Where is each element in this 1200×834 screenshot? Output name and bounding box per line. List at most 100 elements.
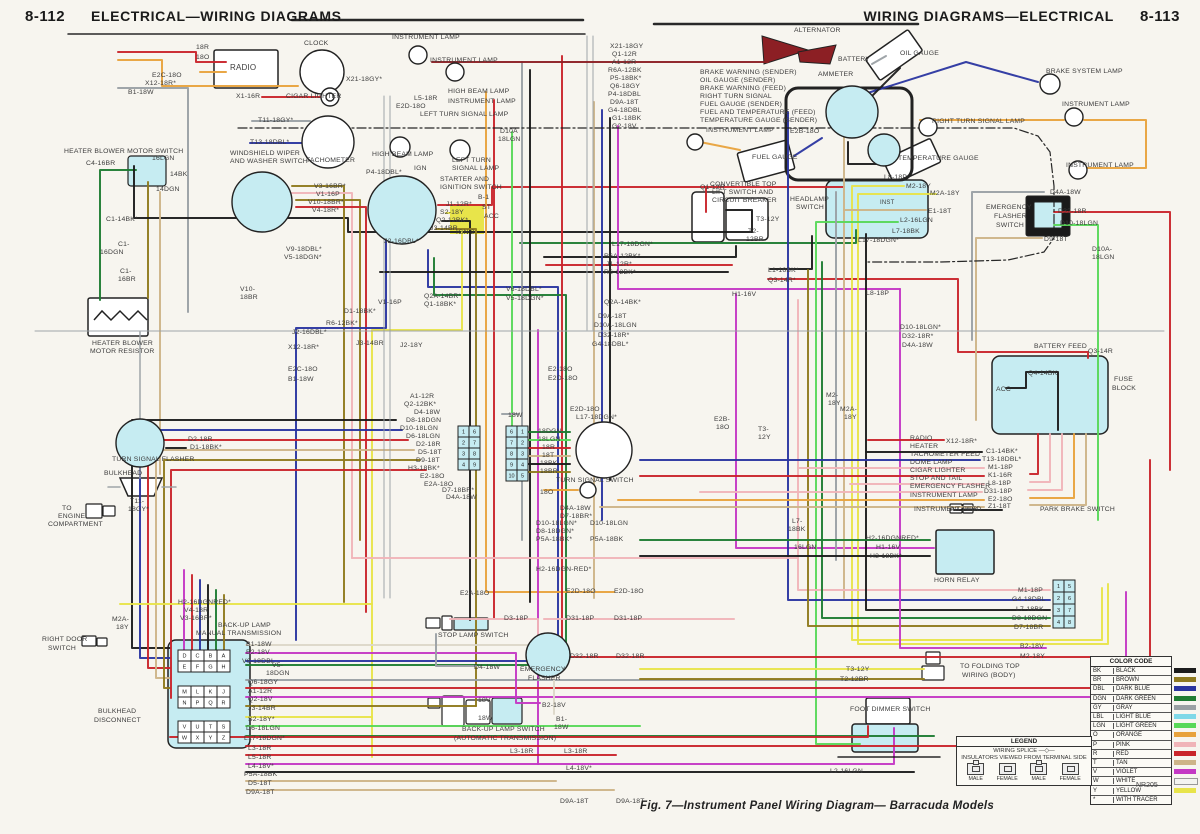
diagram-label: E2-18O bbox=[988, 496, 1013, 503]
diagram-label: D2-18R bbox=[188, 436, 213, 443]
diagram-label: BULKHEAD bbox=[98, 708, 137, 715]
diagram-label: HEADLAMP bbox=[790, 196, 829, 203]
diagram-label: C1- bbox=[118, 241, 130, 248]
diagram-label: M1-18P bbox=[988, 464, 1013, 471]
diagram-label: WIRING (BODY) bbox=[962, 672, 1016, 679]
connector-label: FEMALE bbox=[996, 776, 1018, 782]
diagram-label: L2-16LGN bbox=[830, 768, 863, 775]
diagram-label: J2-18Y bbox=[400, 342, 423, 349]
diagram-label: 16LGN bbox=[794, 544, 817, 551]
diagram-label: L3-18R bbox=[510, 748, 534, 755]
diagram-label: Q2A-14BK* bbox=[604, 299, 641, 306]
wire-T bbox=[1029, 433, 1087, 506]
connector-icon bbox=[967, 760, 985, 775]
color-name: GRAY bbox=[1116, 704, 1133, 711]
diagram-label: 18O bbox=[716, 424, 730, 431]
color-abbr: DGN bbox=[1091, 695, 1114, 702]
diagram-label: 18W bbox=[508, 412, 523, 419]
diagram-label: COMPARTMENT bbox=[48, 521, 103, 528]
wire-BK bbox=[1005, 371, 1059, 431]
diagram-label: HIGH BEAM LAMP bbox=[448, 88, 510, 95]
diagram-label: S2-18Y bbox=[440, 209, 464, 216]
diagram-label: 18BR bbox=[540, 468, 558, 475]
diagram-label: C4-16BR bbox=[86, 160, 116, 167]
diagram-label: Q4-14BK bbox=[1028, 370, 1058, 377]
diagram-label: HEATER BLOWER bbox=[92, 340, 154, 347]
diagram-label: DISCONNECT bbox=[94, 717, 141, 724]
component-box bbox=[81, 635, 97, 647]
diagram-label: E2D-18O bbox=[570, 406, 600, 413]
diagram-label: Q2A-14BR* bbox=[424, 293, 462, 300]
color-code-title: COLOR CODE bbox=[1091, 657, 1171, 667]
diagram-label: INSTRUMENT LAMP bbox=[1066, 162, 1134, 169]
component-box bbox=[991, 355, 1109, 435]
diagram-label: B-1 bbox=[478, 194, 490, 201]
connector-cell-label: Q bbox=[208, 701, 213, 707]
connector-cell-label: 9 bbox=[510, 463, 513, 469]
diagram-label: B1-18W bbox=[128, 89, 154, 96]
diagram-label: D31-18P bbox=[614, 615, 643, 622]
color-abbr: LGN bbox=[1091, 723, 1114, 730]
diagram-label: E2B-18O bbox=[790, 128, 820, 135]
connector-cell-label: S bbox=[222, 725, 226, 731]
diagram-label: Q6-18GY bbox=[248, 679, 279, 686]
diagram-label: H1-16V bbox=[732, 291, 757, 298]
component-box bbox=[87, 297, 149, 337]
wire-BK bbox=[725, 209, 753, 233]
diagram-label: D6-18LGN bbox=[406, 433, 441, 440]
diagram-label: CIGAR LIGHTER bbox=[286, 93, 342, 100]
diagram-label: CIRCUIT BREAKER bbox=[712, 197, 777, 204]
diagram-label: D4A-18W bbox=[560, 505, 591, 512]
diagram-label: FUEL GAUGE bbox=[752, 154, 798, 161]
diagram-label: V4-18R* bbox=[312, 207, 340, 214]
connector-cell-label: 6 bbox=[1068, 596, 1071, 602]
diagram-label: E2C-18O bbox=[152, 72, 182, 79]
diagram-label: INSTRUMENT LAMP bbox=[392, 34, 460, 41]
diagram-label: L17-18DGN* bbox=[612, 241, 653, 248]
diagram-label: D4-18W bbox=[474, 664, 501, 671]
diagram-label: D9A-18T bbox=[560, 798, 589, 805]
diagram-label: D10-18LGN bbox=[1060, 220, 1099, 227]
diagram-label: L17-18DGN* bbox=[576, 414, 617, 421]
wire-DBL bbox=[857, 61, 1039, 97]
wire-BK bbox=[869, 67, 901, 99]
legend-connector-female: FEMALE bbox=[1060, 763, 1081, 782]
diagram-label: EMERGENCY bbox=[520, 666, 566, 673]
color-name: BROWN bbox=[1116, 677, 1139, 684]
component-box bbox=[85, 503, 103, 519]
component-circle bbox=[445, 62, 465, 82]
diagram-label: FUEL AND TEMPERATURE (FEED) bbox=[700, 109, 816, 116]
diagram-label: D4A-18W bbox=[1050, 189, 1081, 196]
wire-BK bbox=[133, 165, 753, 233]
connector-cell bbox=[516, 469, 529, 482]
diagram-label: B1-18W bbox=[246, 641, 272, 648]
connector-cell-label: T bbox=[209, 725, 213, 731]
diagram-label: G4-18DBL* bbox=[592, 341, 629, 348]
diagram-label: TURN SIGNAL SWITCH bbox=[556, 477, 634, 484]
wire-Y bbox=[851, 185, 1103, 641]
wire-R bbox=[295, 206, 367, 613]
diagram-label: TEMPERATURE GAUGE (SENDER) bbox=[700, 117, 818, 124]
connector-cell-label: U bbox=[196, 725, 200, 731]
wire-GY bbox=[971, 191, 1045, 341]
diagram-label: R6-12BK* bbox=[326, 320, 358, 327]
diagram-label: X21-18GY* bbox=[346, 76, 383, 83]
color-name: YELLOW bbox=[1116, 787, 1142, 794]
legend-connector-male: MALE bbox=[1030, 760, 1048, 782]
wire-DGN bbox=[519, 229, 857, 244]
color-name: DARK BLUE bbox=[1116, 686, 1151, 693]
component-box bbox=[725, 197, 769, 241]
diagram-label: L17-18DGN* bbox=[858, 237, 899, 244]
diagram-label: L8-18P bbox=[988, 480, 1012, 487]
diagram-label: D9-18T bbox=[416, 457, 440, 464]
diagram-label: LEFT TURN bbox=[452, 157, 491, 164]
connector-label: MALE bbox=[1031, 776, 1046, 782]
diagram-label: D9A-18T bbox=[610, 99, 639, 106]
diagram-label: FUEL GAUGE (SENDER) bbox=[700, 101, 783, 108]
diagram-label: STOP LAMP SWITCH bbox=[438, 632, 509, 639]
wire-LGN bbox=[815, 221, 899, 745]
legend-box: LEGEND WIRING SPLICE —◇— INSULATORS VIEW… bbox=[956, 736, 1092, 786]
connector-cell-label: 3 bbox=[462, 452, 465, 458]
component-circle bbox=[299, 49, 345, 95]
